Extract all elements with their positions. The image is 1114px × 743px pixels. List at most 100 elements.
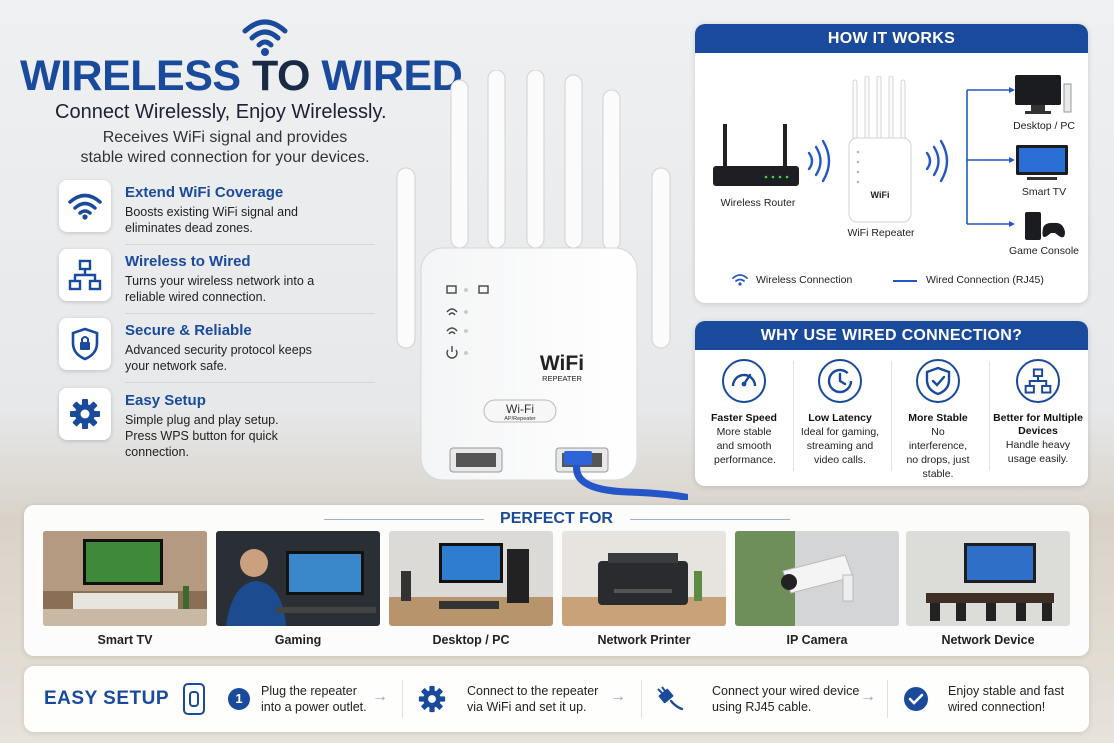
feature-desc: Turns your wireless network into a relia… [125, 274, 315, 304]
step-text: Enjoy stable and fast wired connection! [948, 684, 1065, 714]
divider [125, 382, 375, 383]
feature-title: Secure & Reliable [125, 322, 252, 339]
perfect-for-gaming: Gaming [216, 531, 380, 651]
perfect-for-label: Network Device [941, 633, 1035, 647]
feature-secure-reliable: Secure & Reliable Advanced security prot… [59, 318, 375, 384]
desktop-icon [1015, 75, 1072, 114]
feature-easy-setup: Easy Setup Simple plug and play setup. P… [59, 388, 359, 459]
step-text: Connect to the repeater via WiFi and set… [467, 684, 599, 714]
divider [125, 244, 375, 245]
easy-setup-title: EASY SETUP [44, 688, 170, 709]
page-subtitle: Connect Wirelessly, Enjoy Wirelessly. [55, 101, 387, 123]
tv-icon [1016, 145, 1068, 180]
perfect-for-desktop: Desktop / PC [389, 531, 553, 651]
why-item-multiple-devices: Better for Multiple Devices Handle heavy… [990, 359, 1086, 466]
shield-lock-icon [59, 318, 111, 370]
wired-legend-label: Wired Connection (RJ45) [926, 274, 1044, 286]
step-number-badge: 1 [228, 688, 250, 710]
why-item-more-stable: More Stable No interference, no drops, j… [892, 359, 984, 481]
arrow-icon: → [610, 688, 626, 705]
page-title: WIRELESS TO WIRED [20, 52, 463, 101]
feature-desc: Simple plug and play setup. Press WPS bu… [125, 413, 279, 459]
divider [324, 519, 484, 520]
wifi-icon [59, 180, 111, 232]
title-wireless: WIRELESS [20, 52, 241, 100]
divider [891, 361, 892, 471]
how-it-works-title: HOW IT WORKS [695, 24, 1088, 53]
why-item-title: Low Latency [808, 412, 872, 424]
why-item-desc: Ideal for gaming, streaming and video ca… [800, 426, 880, 466]
divider [125, 313, 375, 314]
ip-camera-photo [735, 531, 899, 626]
why-item-desc: More stable and smooth performance. [714, 426, 776, 466]
perfect-for-label: Gaming [274, 633, 322, 647]
signal-waves-icon [925, 139, 949, 183]
divider [641, 680, 642, 718]
network-icon [1016, 359, 1060, 403]
clock-icon [818, 359, 862, 403]
perfect-for-label: Smart TV [97, 633, 153, 647]
step-text: Plug the repeater into a power outlet. [261, 684, 367, 714]
easy-setup-bar: EASY SETUP 1 Plug the repeater into a po… [24, 666, 1089, 732]
arrow-icon: → [372, 688, 388, 705]
feature-title: Extend WiFi Coverage [125, 184, 284, 201]
why-wired-title: WHY USE WIRED CONNECTION? [695, 321, 1088, 350]
printer-photo [562, 531, 726, 626]
ethernet-cable-icon [654, 682, 686, 716]
checkmark-icon [900, 682, 932, 716]
repeater-logo: WiFi [871, 190, 890, 200]
page-description: Receives WiFi signal and provides stable… [80, 129, 370, 166]
signal-waves-icon [807, 139, 831, 183]
game-console-icon [1025, 212, 1065, 240]
wireless-legend-label: Wireless Connection [756, 274, 853, 286]
network-icon [59, 249, 111, 301]
divider [887, 680, 888, 718]
divider [402, 680, 403, 718]
divider [793, 361, 794, 471]
why-item-title: More Stable [908, 412, 968, 424]
why-item-title: Faster Speed [711, 412, 777, 424]
why-item-desc: Handle heavy usage easily. [1005, 439, 1071, 465]
perfect-for-network-device: Network Device [906, 531, 1070, 651]
feature-desc: Boosts existing WiFi signal and eliminat… [125, 205, 298, 235]
feature-extend-coverage: Extend WiFi Coverage Boosts existing WiF… [59, 180, 375, 246]
console-label: Game Console [1008, 245, 1080, 257]
why-wired-panel: WHY USE WIRED CONNECTION? Faster Speed M… [695, 321, 1088, 486]
step-text: Connect your wired device using RJ45 cab… [712, 684, 860, 714]
title-wired: WIRED [321, 52, 463, 100]
why-item-faster-speed: Faster Speed More stable and smooth perf… [698, 359, 790, 467]
desktop-photo [389, 531, 553, 626]
device-badge-logo: Wi-Fi [506, 402, 534, 416]
gaming-photo [216, 531, 380, 626]
network-device-photo [906, 531, 1070, 626]
how-it-works-panel: HOW IT WORKS Wireless Router WiFi WiFi R… [695, 24, 1088, 303]
repeater-icon: WiFi [848, 76, 912, 223]
title-to: TO [252, 52, 310, 100]
perfect-for-label: IP Camera [786, 633, 848, 647]
shield-check-icon [916, 359, 960, 403]
divider [630, 519, 790, 520]
why-item-low-latency: Low Latency Ideal for gaming, streaming … [794, 359, 886, 467]
gear-icon [59, 388, 111, 440]
why-item-desc: No interference, no drops, just stable. [906, 426, 970, 480]
tv-label: Smart TV [1021, 186, 1067, 198]
header-wifi-icon [242, 19, 288, 56]
device-logo-sub: REPEATER [542, 374, 582, 383]
repeater-label: WiFi Repeater [847, 227, 915, 239]
wired-legend-line [893, 280, 917, 282]
desktop-label: Desktop / PC [1013, 120, 1075, 132]
power-plug-icon [178, 682, 210, 716]
wired-branch-lines [966, 87, 1015, 227]
feature-desc: Advanced security protocol keeps your ne… [125, 343, 312, 373]
device-logo: WiFi [540, 352, 584, 375]
why-item-title: Better for Multiple Devices [993, 412, 1083, 437]
perfect-for-smart-tv: Smart TV [43, 531, 207, 651]
perfect-for-label: Network Printer [597, 633, 691, 647]
repeater-device-image: WiFi REPEATER Wi-Fi AP/Repeater [396, 70, 688, 500]
perfect-for-panel: PERFECT FOR Smart TV Gaming Desktop / PC… [24, 505, 1089, 656]
router-label: Wireless Router [720, 197, 796, 209]
speedometer-icon [722, 359, 766, 403]
arrow-icon: → [860, 688, 876, 705]
perfect-for-label: Desktop / PC [432, 633, 510, 647]
smart-tv-photo [43, 531, 207, 626]
